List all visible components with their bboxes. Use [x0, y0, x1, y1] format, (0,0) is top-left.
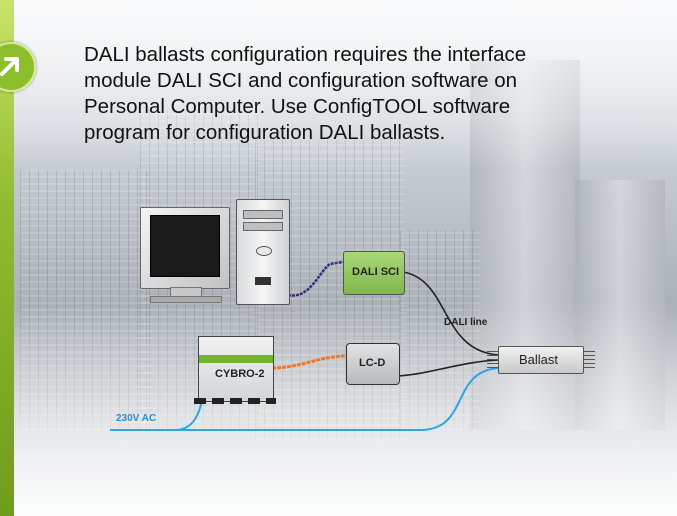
usb-wire	[287, 260, 344, 297]
intro-text: DALI ballasts configuration requires the…	[84, 42, 644, 146]
top-fade	[0, 0, 677, 170]
power-wire	[175, 367, 499, 431]
lcd-module: LC-D	[346, 343, 400, 385]
cybro-controller: CYBRO-2	[198, 336, 274, 402]
monitor-base	[150, 296, 222, 303]
dali-sci-module: DALI SCI	[343, 251, 405, 295]
power-slot	[255, 277, 271, 285]
drive-bay	[243, 210, 283, 219]
intro-line: module DALI SCI and configuration softwa…	[84, 69, 518, 92]
cybro-label: CYBRO-2	[215, 368, 265, 380]
drive-bay	[243, 222, 283, 231]
intro-line: Personal Computer. Use ConfigTOOL softwa…	[84, 95, 511, 118]
accent-bar	[0, 0, 14, 516]
cybro-status-band	[199, 355, 273, 363]
intro-line: DALI ballasts configuration requires the…	[84, 43, 527, 66]
bottom-fade	[0, 300, 677, 516]
ballast-ribs	[583, 351, 595, 369]
dali-line-label: DALI line	[444, 317, 488, 328]
ballast-ribs	[487, 351, 499, 369]
serial-wire	[271, 354, 347, 370]
cybro-terminals	[194, 398, 276, 404]
dali-wire-lcd	[397, 359, 499, 377]
monitor-screen	[150, 215, 220, 277]
ballast-label: Ballast	[519, 352, 559, 367]
ballast-unit: Ballast	[487, 346, 595, 374]
lcd-label: LC-D	[359, 357, 386, 369]
dali-wire-sci	[402, 271, 499, 356]
pc-tower	[236, 199, 290, 305]
disc-drive-icon	[256, 246, 272, 256]
dali-sci-label: DALI SCI	[352, 266, 400, 278]
intro-line: program for configuration DALI ballasts.	[84, 121, 446, 144]
power-label: 230V AC	[116, 413, 157, 424]
pc-monitor	[140, 207, 230, 289]
